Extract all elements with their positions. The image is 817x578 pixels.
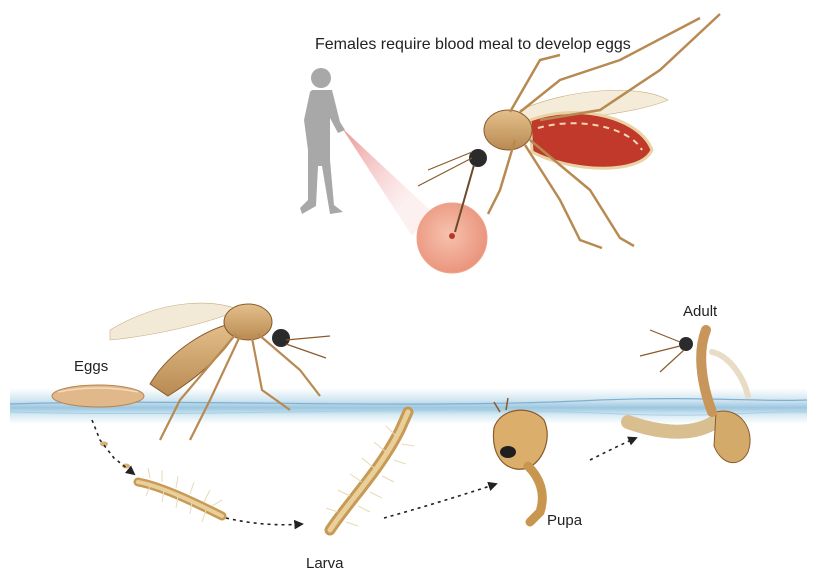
stage-label-eggs: Eggs — [74, 358, 108, 375]
stage-label-pupa: Pupa — [547, 512, 582, 529]
bite-beam — [342, 128, 432, 236]
human-silhouette — [300, 68, 345, 214]
pupa — [493, 398, 547, 522]
diagram-caption: Females require blood meal to develop eg… — [315, 36, 631, 54]
arrow-larva-to-larva — [226, 518, 302, 525]
arrow-pupa-to-adult — [590, 438, 636, 460]
skin-bite-icon — [417, 203, 487, 273]
arrow-larva-to-pupa — [384, 484, 496, 518]
stage-label-adult: Adult — [683, 303, 717, 320]
larva-mature — [326, 412, 414, 530]
larva-young — [138, 468, 222, 522]
egg-raft — [52, 385, 144, 407]
stage-label-larva: Larva — [306, 555, 344, 572]
